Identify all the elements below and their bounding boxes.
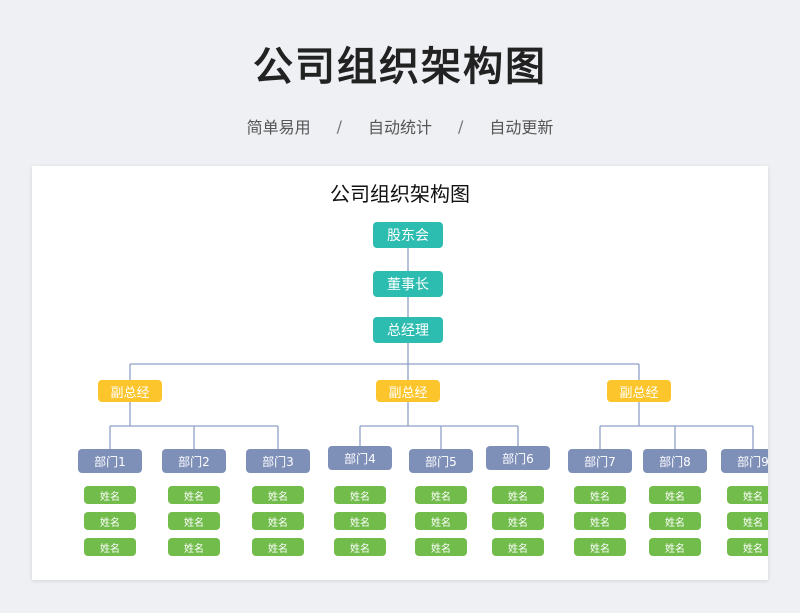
vice-gm-node[interactable]: 副总经 <box>607 380 671 402</box>
shareholders-node[interactable]: 股东会 <box>373 222 443 248</box>
staff-node[interactable]: 姓名 <box>84 538 136 556</box>
connector-lines <box>109 248 754 449</box>
page-title: 公司组织架构图 <box>253 44 547 90</box>
staff-node[interactable]: 姓名 <box>252 512 304 530</box>
staff-node[interactable]: 姓名 <box>168 512 220 530</box>
staff-node[interactable]: 姓名 <box>492 512 544 530</box>
staff-node[interactable]: 姓名 <box>492 486 544 504</box>
tag-auto-stats: 自动统计 <box>367 118 432 137</box>
staff-node[interactable]: 姓名 <box>574 512 626 530</box>
staff-node[interactable]: 姓名 <box>334 512 386 530</box>
staff-node[interactable]: 姓名 <box>168 486 220 504</box>
tag-separator: / <box>336 116 342 136</box>
department-node[interactable]: 部门2 <box>162 449 226 473</box>
staff-node[interactable]: 姓名 <box>252 538 304 556</box>
tag-auto-update: 自动更新 <box>489 118 554 137</box>
staff-node[interactable]: 姓名 <box>649 512 701 530</box>
department-node[interactable]: 部门6 <box>486 446 550 470</box>
staff-node[interactable]: 姓名 <box>84 486 136 504</box>
staff-node[interactable]: 姓名 <box>649 486 701 504</box>
tag-separator: / <box>458 116 464 136</box>
staff-node[interactable]: 姓名 <box>415 538 467 556</box>
department-node[interactable]: 部门4 <box>328 446 392 470</box>
chairman-node[interactable]: 董事长 <box>373 271 443 297</box>
department-node[interactable]: 部门7 <box>568 449 632 473</box>
vice-gm-node[interactable]: 副总经 <box>98 380 162 402</box>
vice-gm-node[interactable]: 副总经 <box>376 380 440 402</box>
staff-node[interactable]: 姓名 <box>415 486 467 504</box>
feature-tags: 简单易用 / 自动统计 / 自动更新 <box>0 114 800 138</box>
staff-node[interactable]: 姓名 <box>415 512 467 530</box>
tag-easy: 简单易用 <box>246 118 311 137</box>
staff-node[interactable]: 姓名 <box>334 486 386 504</box>
staff-node[interactable]: 姓名 <box>84 512 136 530</box>
staff-node[interactable]: 姓名 <box>649 538 701 556</box>
staff-node[interactable]: 姓名 <box>574 486 626 504</box>
staff-node[interactable]: 姓名 <box>727 486 768 504</box>
staff-node[interactable]: 姓名 <box>727 512 768 530</box>
department-node[interactable]: 部门8 <box>643 449 707 473</box>
staff-node[interactable]: 姓名 <box>492 538 544 556</box>
staff-node[interactable]: 姓名 <box>168 538 220 556</box>
staff-node[interactable]: 姓名 <box>252 486 304 504</box>
staff-node[interactable]: 姓名 <box>574 538 626 556</box>
general-manager-node[interactable]: 总经理 <box>373 317 443 343</box>
staff-node[interactable]: 姓名 <box>727 538 768 556</box>
department-node[interactable]: 部门9 <box>721 449 768 473</box>
org-chart-title: 公司组织架构图 <box>330 182 470 206</box>
staff-node[interactable]: 姓名 <box>334 538 386 556</box>
department-node[interactable]: 部门5 <box>409 449 473 473</box>
department-node[interactable]: 部门3 <box>246 449 310 473</box>
department-node[interactable]: 部门1 <box>78 449 142 473</box>
